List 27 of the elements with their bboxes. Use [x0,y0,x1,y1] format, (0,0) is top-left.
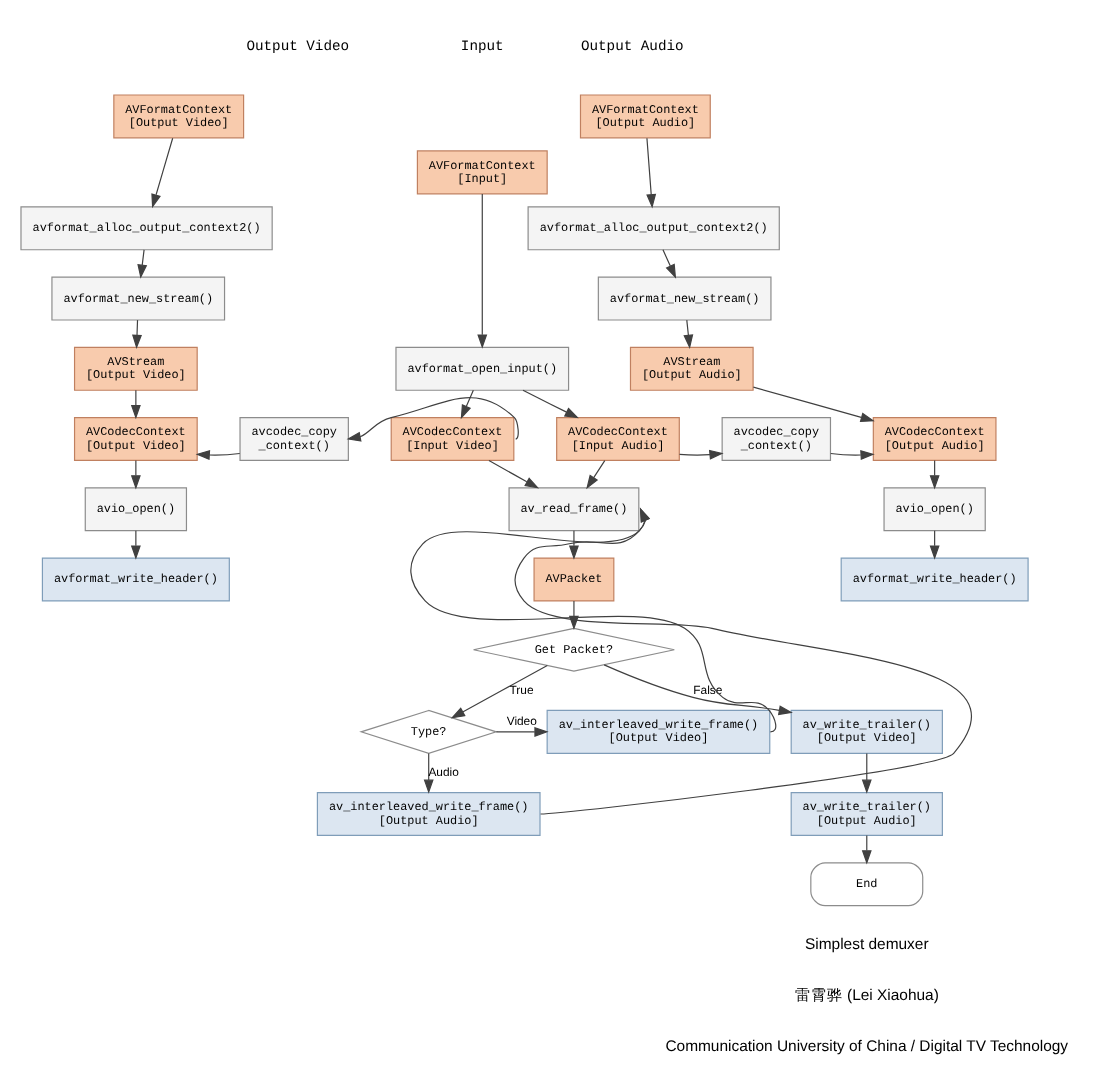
arrow [450,663,548,718]
arrow [410,506,777,732]
arrow [514,506,972,814]
arrow [130,529,141,559]
arrow [151,136,174,208]
arrow [678,448,724,459]
arrow [646,136,657,208]
arrow [586,459,606,489]
arrow [603,663,793,715]
arrow [522,388,579,418]
arrow [132,318,142,349]
arrow [130,459,141,489]
arrow [460,388,474,419]
arrow [662,248,677,278]
arrow [495,725,549,736]
arrow [683,318,694,349]
arrow [137,248,148,278]
arrow [830,449,875,460]
arrow [568,529,579,559]
arrow [195,449,241,460]
arrow [488,459,540,488]
arrow [423,752,434,793]
arrow [346,396,519,441]
arrow [861,752,872,793]
arrow [130,388,141,419]
arrow [477,192,488,348]
arrow [752,385,875,422]
